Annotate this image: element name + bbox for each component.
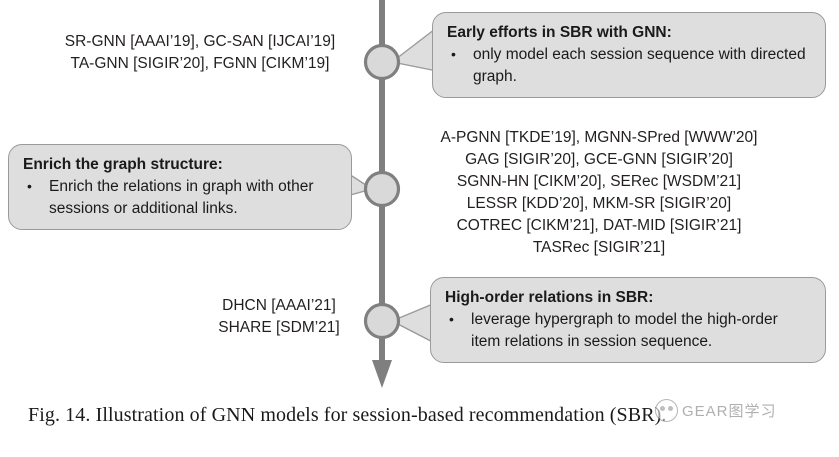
model-list-highorder: DHCN [AAAI’21] SHARE [SDM’21] xyxy=(196,295,362,339)
callout-high-order-relations-body: • leverage hypergraph to model the high-… xyxy=(445,309,811,352)
model-list-early-line-2: TA-GNN [SIGIR’20], FGNN [CIKM’19] xyxy=(70,55,330,72)
model-list-enrich-line-2: GAG [SIGIR’20], GCE-GNN [SIGIR’20] xyxy=(465,151,733,168)
callout-high-order-relations[interactable]: High-order relations in SBR: • leverage … xyxy=(430,277,826,364)
timeline-node-highorder[interactable] xyxy=(363,302,401,340)
timeline-arrow-head xyxy=(372,360,392,388)
callout-early-efforts-body: • only model each session sequence with … xyxy=(447,44,811,87)
model-list-enrich-line-6: TASRec [SIGIR’21] xyxy=(532,239,666,256)
model-list-enrich-line-5: COTREC [CIKM’21], DAT-MID [SIGIR’21] xyxy=(456,217,742,234)
timeline-node-early[interactable] xyxy=(363,43,401,81)
callout-enrich-graph-structure-body: • Enrich the relations in graph with oth… xyxy=(23,176,337,219)
callout-enrich-graph-structure-text: Enrich the relations in graph with other… xyxy=(49,178,314,217)
bullet-icon: • xyxy=(451,46,456,63)
bullet-icon: • xyxy=(449,311,454,328)
watermark-logo-icon xyxy=(655,398,678,422)
model-list-highorder-line-1: DHCN [AAAI’21] xyxy=(222,297,336,314)
callout-enrich-graph-structure-title: Enrich the graph structure: xyxy=(23,156,223,173)
model-list-early: SR-GNN [AAAI’19], GC-SAN [IJCAI’19] TA-G… xyxy=(40,31,360,75)
callout-high-order-relations-text: leverage hypergraph to model the high-or… xyxy=(471,311,778,350)
callout-early-efforts-text: only model each session sequence with di… xyxy=(473,46,806,85)
watermark-text: GEAR图学习 xyxy=(682,402,777,420)
model-list-enrich: A-PGNN [TKDE’19], MGNN-SPred [WWW’20] GA… xyxy=(404,127,794,259)
model-list-highorder-line-2: SHARE [SDM’21] xyxy=(218,319,340,336)
model-list-enrich-line-1: A-PGNN [TKDE’19], MGNN-SPred [WWW’20] xyxy=(440,129,758,146)
callout-high-order-relations-title: High-order relations in SBR: xyxy=(445,289,654,306)
callout-early-efforts[interactable]: Early efforts in SBR with GNN: • only mo… xyxy=(432,12,826,99)
watermark: GEAR图学习 xyxy=(655,396,825,424)
bullet-icon: • xyxy=(27,178,32,195)
callout-early-efforts-title: Early efforts in SBR with GNN: xyxy=(447,24,672,41)
model-list-early-line-1: SR-GNN [AAAI’19], GC-SAN [IJCAI’19] xyxy=(64,33,336,50)
timeline-node-enrich[interactable] xyxy=(363,170,401,208)
model-list-enrich-line-4: LESSR [KDD’20], MKM-SR [SIGIR’20] xyxy=(466,195,732,212)
figure-caption: Fig. 14. Illustration of GNN models for … xyxy=(28,404,667,426)
model-list-enrich-line-3: SGNN-HN [CIKM’20], SERec [WSDM’21] xyxy=(456,173,742,190)
callout-enrich-graph-structure[interactable]: Enrich the graph structure: • Enrich the… xyxy=(8,144,352,231)
